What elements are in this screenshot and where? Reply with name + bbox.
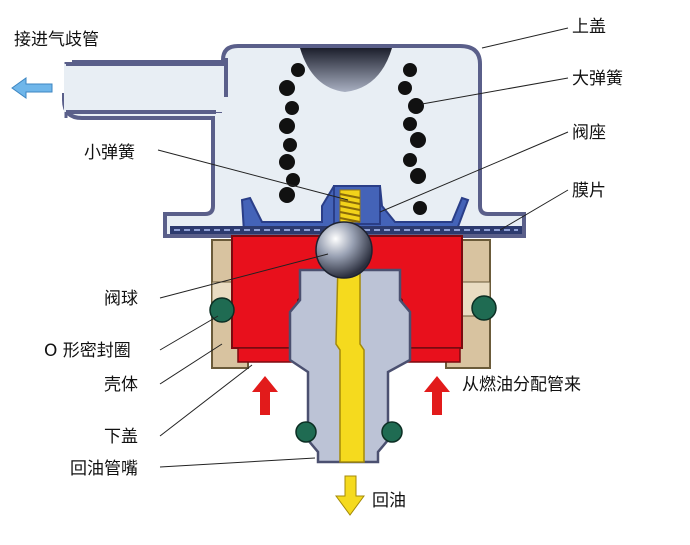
label-valve-ball: 阀球 [104, 289, 138, 309]
label-housing: 壳体 [104, 375, 138, 395]
labels: 接进气歧管 上盖 大弹簧 阀座 小弹簧 膜片 阀球 O 形密封圈 壳体 从燃油分… [14, 17, 623, 511]
label-small-spring: 小弹簧 [84, 143, 135, 163]
label-fuel-from: 从燃油分配管来 [462, 375, 581, 395]
intake-pipe [64, 62, 224, 118]
label-return-oil: 回油 [372, 491, 406, 511]
label-intake: 接进气歧管 [14, 30, 99, 50]
valve-ball [315, 221, 373, 279]
label-bottom-cover: 下盖 [104, 427, 138, 447]
return-oil-arrow [335, 475, 365, 516]
o-rings [209, 295, 497, 443]
label-o-ring: O 形密封圈 [44, 341, 131, 361]
label-return-nozzle: 回油管嘴 [70, 459, 138, 479]
spring-cap [300, 48, 392, 92]
label-diaphragm: 膜片 [572, 181, 606, 201]
small-spring [339, 189, 361, 223]
fuel-inflow-arrows [252, 376, 450, 415]
return-channel [335, 261, 365, 463]
leader-lines [157, 27, 569, 468]
big-spring [279, 63, 427, 215]
air-outlet-arrow [11, 77, 53, 99]
label-big-spring: 大弹簧 [572, 69, 623, 89]
label-top-cover: 上盖 [572, 17, 606, 37]
label-valve-seat: 阀座 [572, 123, 606, 143]
